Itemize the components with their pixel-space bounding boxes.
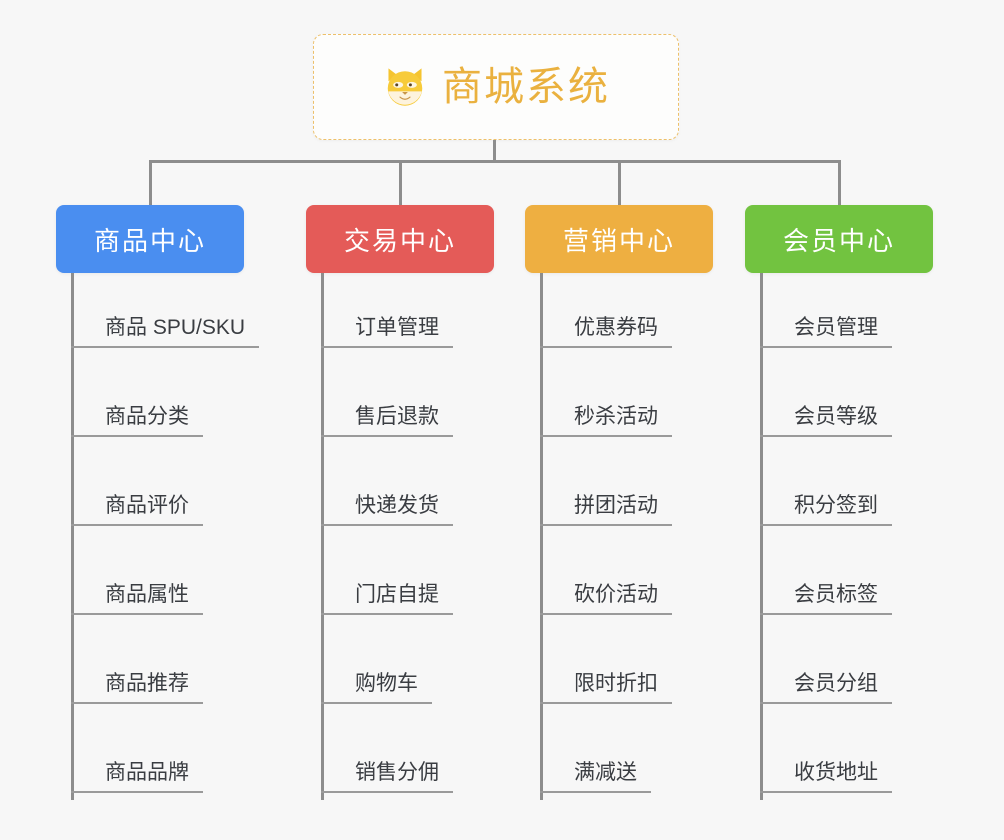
leaf-label: 商品品牌 bbox=[71, 760, 203, 793]
leaf-item[interactable]: 限时折扣 bbox=[540, 615, 672, 704]
leaf-item[interactable]: 商品属性 bbox=[71, 526, 203, 615]
leaf-item[interactable]: 商品 SPU/SKU bbox=[71, 259, 260, 348]
leaf-item[interactable]: 商品推荐 bbox=[71, 615, 203, 704]
leaf-label: 拼团活动 bbox=[540, 493, 672, 526]
leaf-label: 商品分类 bbox=[71, 404, 203, 437]
leaf-item[interactable]: 收货地址 bbox=[760, 704, 892, 793]
leaf-item[interactable]: 会员标签 bbox=[760, 526, 892, 615]
connector-drop-2 bbox=[399, 160, 402, 206]
leaf-item[interactable]: 会员等级 bbox=[760, 348, 892, 437]
leaf-item[interactable]: 拼团活动 bbox=[540, 437, 672, 526]
leaf-label: 会员等级 bbox=[760, 404, 892, 437]
leaf-label: 订单管理 bbox=[321, 315, 453, 348]
category-label-4: 会员中心 bbox=[782, 225, 895, 256]
leaf-item[interactable]: 积分签到 bbox=[760, 437, 892, 526]
connector-root-trunk bbox=[493, 140, 496, 162]
leaf-label: 砍价活动 bbox=[540, 582, 672, 615]
column-spine-1 bbox=[71, 273, 74, 800]
leaf-item[interactable]: 订单管理 bbox=[321, 259, 453, 348]
leaf-label: 门店自提 bbox=[321, 582, 453, 615]
leaf-item[interactable]: 商品分类 bbox=[71, 348, 203, 437]
leaf-label: 会员标签 bbox=[760, 582, 892, 615]
leaf-label: 满减送 bbox=[540, 760, 651, 793]
leaf-item[interactable]: 秒杀活动 bbox=[540, 348, 672, 437]
shiba-dog-face-icon bbox=[387, 68, 423, 106]
leaf-item[interactable]: 售后退款 bbox=[321, 348, 453, 437]
category-box-4[interactable]: 会员中心 bbox=[745, 205, 933, 273]
leaf-item[interactable]: 满减送 bbox=[540, 704, 651, 793]
leaf-label: 销售分佣 bbox=[321, 760, 453, 793]
leaf-label: 会员分组 bbox=[760, 671, 892, 704]
leaf-label: 商品推荐 bbox=[71, 671, 203, 704]
category-label-2: 交易中心 bbox=[343, 225, 456, 256]
leaf-label: 优惠券码 bbox=[540, 315, 672, 348]
leaf-item[interactable]: 购物车 bbox=[321, 615, 432, 704]
category-box-3[interactable]: 营销中心 bbox=[525, 205, 713, 273]
leaf-label: 积分签到 bbox=[760, 493, 892, 526]
root-title: 商城系统 bbox=[442, 65, 610, 109]
leaf-label: 售后退款 bbox=[321, 404, 453, 437]
leaf-item[interactable]: 门店自提 bbox=[321, 526, 453, 615]
leaf-item[interactable]: 会员管理 bbox=[760, 259, 892, 348]
category-box-2[interactable]: 交易中心 bbox=[306, 205, 494, 273]
leaf-label: 会员管理 bbox=[760, 315, 892, 348]
leaf-item[interactable]: 商品评价 bbox=[71, 437, 203, 526]
connector-drop-4 bbox=[838, 160, 841, 206]
column-spine-4 bbox=[760, 273, 763, 800]
column-spine-2 bbox=[321, 273, 324, 800]
leaf-item[interactable]: 商品品牌 bbox=[71, 704, 203, 793]
leaf-label: 商品属性 bbox=[71, 582, 203, 615]
leaf-item[interactable]: 快递发货 bbox=[321, 437, 453, 526]
leaf-item[interactable]: 砍价活动 bbox=[540, 526, 672, 615]
leaf-label: 限时折扣 bbox=[540, 671, 672, 704]
leaf-label: 收货地址 bbox=[760, 760, 892, 793]
leaf-label: 快递发货 bbox=[321, 493, 453, 526]
leaf-item[interactable]: 优惠券码 bbox=[540, 259, 672, 348]
leaf-label: 购物车 bbox=[321, 671, 432, 704]
leaf-label: 秒杀活动 bbox=[540, 404, 672, 437]
connector-horizontal-bus bbox=[150, 160, 841, 163]
column-spine-3 bbox=[540, 273, 543, 800]
category-label-1: 商品中心 bbox=[93, 225, 206, 256]
category-label-3: 营销中心 bbox=[562, 225, 675, 256]
root-node-mall-system[interactable]: 商城系统 bbox=[313, 34, 679, 140]
leaf-item[interactable]: 销售分佣 bbox=[321, 704, 453, 793]
category-box-1[interactable]: 商品中心 bbox=[56, 205, 244, 273]
connector-drop-3 bbox=[618, 160, 621, 206]
leaf-label: 商品评价 bbox=[71, 493, 203, 526]
leaf-item[interactable]: 会员分组 bbox=[760, 615, 892, 704]
connector-drop-1 bbox=[149, 160, 152, 206]
leaf-label: 商品 SPU/SKU bbox=[71, 315, 260, 348]
